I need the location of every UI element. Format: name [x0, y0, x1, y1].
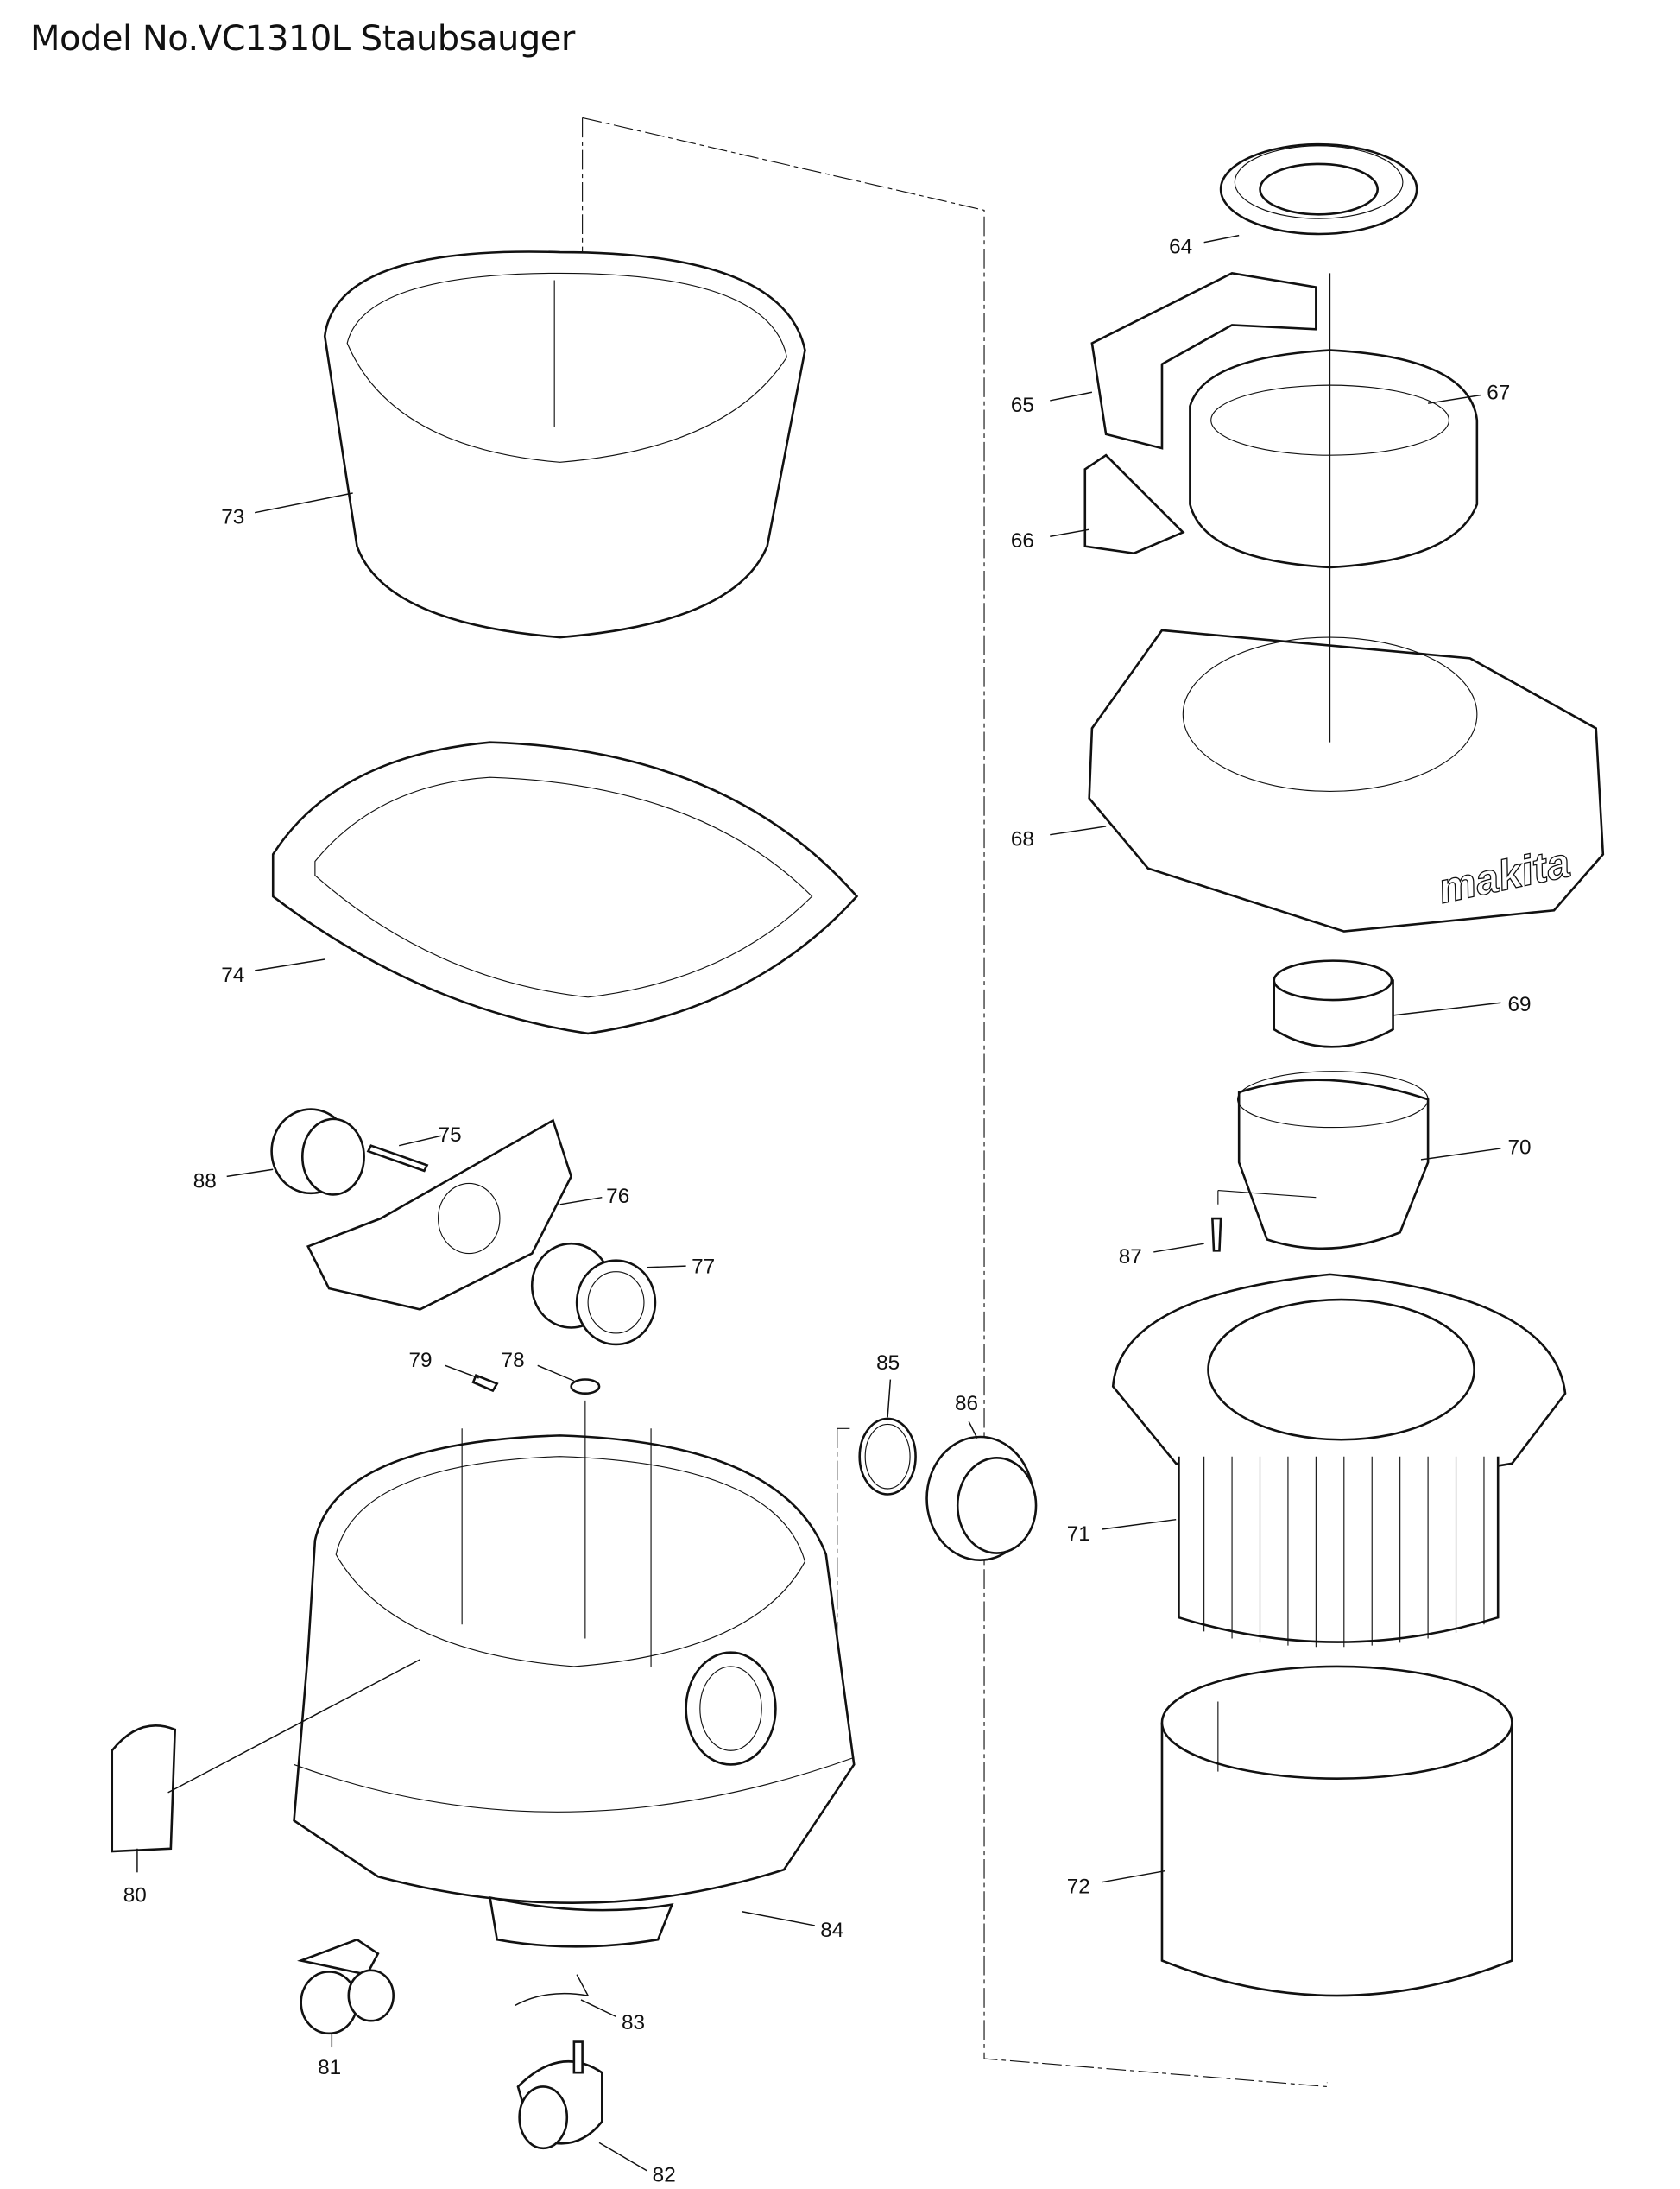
part-label-74: 74	[221, 964, 244, 987]
part-label-83: 83	[622, 2011, 645, 2034]
page-title: Model No.VC1310L Staubsauger	[30, 19, 575, 59]
part-86-intake-ring	[925, 1435, 1038, 1562]
part-label-84: 84	[820, 1919, 843, 1942]
part-87-screw	[1211, 1217, 1222, 1252]
part-label-80: 80	[123, 1883, 147, 1907]
part-78-plug	[570, 1378, 601, 1395]
part-label-65: 65	[1011, 394, 1034, 417]
part-label-78: 78	[502, 1349, 525, 1372]
part-label-79: 79	[409, 1349, 433, 1372]
part-77-hose-joint	[530, 1242, 657, 1346]
part-label-77: 77	[692, 1255, 715, 1278]
part-label-81: 81	[318, 2056, 341, 2079]
part-68-motor-housing-cover: makita	[1088, 602, 1605, 933]
part-label-69: 69	[1508, 993, 1532, 1016]
part-label-86: 86	[955, 1392, 978, 1415]
part-80-latch	[111, 1659, 420, 1853]
part-84-tank-body	[293, 1400, 856, 1948]
part-65-sponge	[1090, 272, 1317, 450]
part-67-sponge-ring	[1189, 273, 1479, 603]
part-label-71: 71	[1067, 1522, 1090, 1546]
part-74-gasket-frame	[271, 741, 859, 1035]
part-71-cartridge-filter	[1111, 1273, 1567, 1648]
part-79-screw	[471, 1373, 499, 1393]
part-label-64: 64	[1169, 236, 1192, 259]
part-label-87: 87	[1119, 1245, 1142, 1268]
leader-lines	[136, 234, 1501, 2172]
part-72-filter-cover	[1160, 1665, 1513, 1997]
assembly-guide-line	[582, 117, 1328, 2088]
part-label-66: 66	[1011, 529, 1034, 553]
part-label-70: 70	[1508, 1136, 1532, 1159]
part-label-67: 67	[1487, 381, 1510, 404]
part-label-76: 76	[606, 1185, 629, 1208]
part-70-filter-holder	[1217, 1071, 1430, 1250]
part-label-88: 88	[193, 1169, 217, 1193]
part-label-73: 73	[221, 506, 244, 529]
part-label-85: 85	[876, 1351, 900, 1375]
part-64-filter-seal	[1219, 142, 1418, 236]
part-85-o-ring	[858, 1417, 917, 1496]
part-83-pin	[515, 1974, 590, 2007]
part-81-caster	[297, 1938, 395, 2035]
part-75-screw	[366, 1144, 429, 1173]
part-label-75: 75	[439, 1123, 462, 1147]
part-73-dust-bag-container	[323, 250, 806, 639]
part-76-cover-plate	[306, 1118, 573, 1311]
part-label-82: 82	[653, 2164, 676, 2187]
part-82-caster	[516, 2040, 603, 2150]
part-88-joint	[270, 1108, 365, 1196]
part-label-68: 68	[1011, 828, 1034, 851]
part-label-72: 72	[1067, 1876, 1090, 1899]
part-69-motor-cap	[1273, 959, 1394, 1048]
part-66-sponge-piece	[1083, 453, 1185, 555]
